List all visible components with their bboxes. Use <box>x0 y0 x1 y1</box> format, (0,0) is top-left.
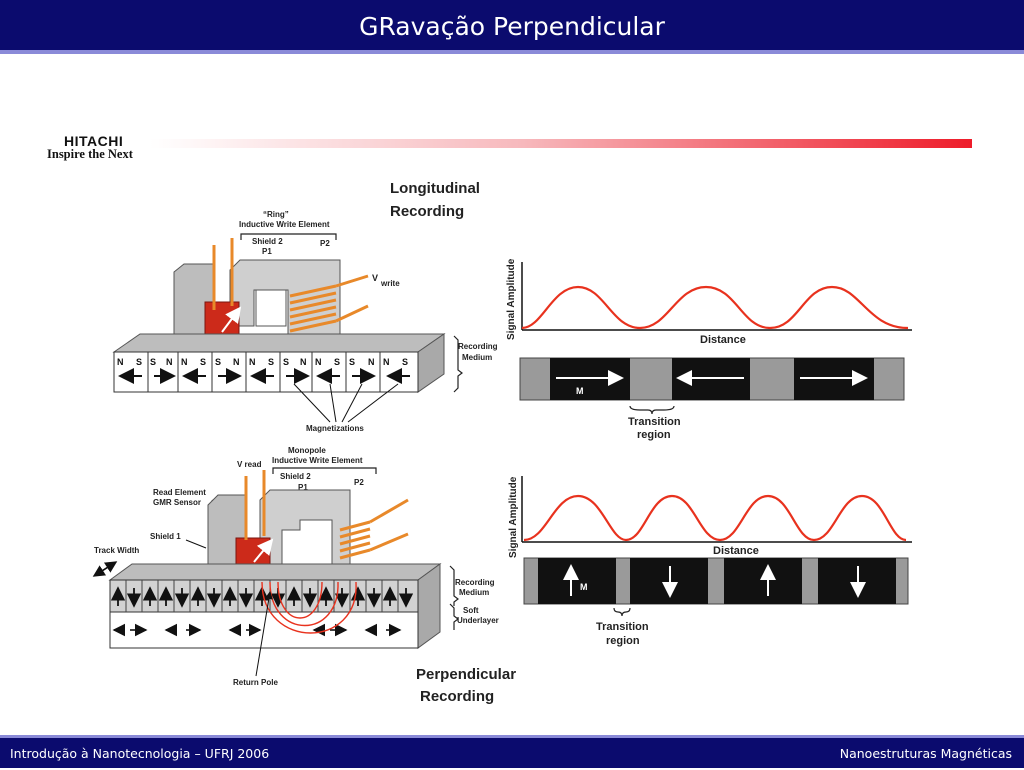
longitudinal-medium <box>112 333 446 393</box>
transition-label-1: Transition <box>628 416 681 428</box>
ring-label: “Ring” <box>263 210 289 219</box>
vread-label: V read <box>237 460 262 469</box>
perp-m-label: M <box>580 582 588 592</box>
pole-label: S <box>200 357 206 367</box>
soft-bracket <box>449 603 459 630</box>
pole-label: S <box>150 357 156 367</box>
monopole-write-head <box>207 470 409 577</box>
perp-transition-brace <box>613 607 631 617</box>
pole-label: S <box>215 357 221 367</box>
transition-label-2: region <box>637 429 671 441</box>
soft-label-2: Underlayer <box>457 616 499 625</box>
pole-label: N <box>368 357 375 367</box>
medium-bracket <box>453 335 463 393</box>
m-label: M <box>576 386 584 396</box>
footer-bar-line <box>0 735 1024 738</box>
vwrite-label: V <box>372 273 378 283</box>
return-pole-label: Return Pole <box>233 678 278 687</box>
ring-bracket <box>240 233 337 240</box>
perp-graph-ylabel: Signal Amplitude <box>508 476 519 558</box>
p2-label-perp: P2 <box>354 478 364 487</box>
shield2-label-perp: Shield 2 <box>280 472 311 481</box>
perpendicular-signal-graph <box>521 476 912 543</box>
longitudinal-heading-2: Recording <box>390 203 464 220</box>
track-width-label: Track Width <box>94 546 139 555</box>
perp-transition-label-1: Transition <box>596 621 649 633</box>
footer-bar <box>0 738 1024 768</box>
monopole-bracket <box>272 467 377 474</box>
return-pole-pointer <box>255 591 273 677</box>
monopole-label: Monopole <box>288 446 326 455</box>
perp-medium-label-1: Recording <box>455 578 495 587</box>
soft-label-1: Soft <box>463 606 479 615</box>
hitachi-tagline: Inspire the Next <box>47 147 133 161</box>
pole-label: S <box>334 357 340 367</box>
longitudinal-cells: N S S N N S S N N S S N N S S N N S <box>117 352 410 392</box>
p1-label: P1 <box>262 247 272 256</box>
pole-label: S <box>349 357 355 367</box>
footer-left: Introdução à Nanotecnologia – UFRJ 2006 <box>10 746 270 761</box>
longitudinal-signal-graph <box>521 262 912 331</box>
pole-label: S <box>283 357 289 367</box>
p1-label-perp: P1 <box>298 483 308 492</box>
perp-graph-xlabel: Distance <box>713 545 759 557</box>
longitudinal-domain-strip <box>519 357 905 401</box>
perp-medium-bracket <box>449 565 459 606</box>
longitudinal-heading-1: Longitudinal <box>390 180 480 197</box>
logo-gradient-bar <box>150 139 972 148</box>
vwrite-sub-label: write <box>380 279 400 288</box>
perpendicular-heading-1: Perpendicular <box>416 666 516 683</box>
pole-label: N <box>117 357 124 367</box>
hitachi-logo: HITACHI <box>64 133 124 149</box>
pole-label: N <box>166 357 173 367</box>
perp-transition-label-2: region <box>606 635 640 647</box>
transition-brace <box>629 405 675 415</box>
medium-label-2: Medium <box>462 353 492 362</box>
gmr-sensor-label: GMR Sensor <box>153 498 201 507</box>
magnetizations-label: Magnetizations <box>306 424 364 433</box>
perp-medium-label-2: Medium <box>459 588 489 597</box>
perpendicular-medium <box>108 563 442 649</box>
perpendicular-heading-2: Recording <box>420 688 494 705</box>
footer-right: Nanoestruturas Magnéticas <box>839 746 1012 761</box>
medium-label-1: Recording <box>458 342 498 351</box>
pole-label: S <box>136 357 142 367</box>
graph-ylabel: Signal Amplitude <box>506 258 517 340</box>
pole-label: N <box>181 357 188 367</box>
shield2-label: Shield 2 <box>252 237 283 246</box>
read-element-label: Read Element <box>153 488 206 497</box>
perpendicular-domain-strip <box>523 557 909 605</box>
pole-label: N <box>315 357 322 367</box>
ring-element-label: Inductive Write Element <box>239 220 330 229</box>
pole-label: N <box>233 357 240 367</box>
slide-title: GRavação Perpendicular <box>359 12 665 41</box>
title-bar <box>0 0 1024 50</box>
pole-label: S <box>402 357 408 367</box>
pole-label: N <box>300 357 307 367</box>
shield1-label: Shield 1 <box>150 532 181 541</box>
pole-label: N <box>249 357 256 367</box>
title-bar-underline <box>0 50 1024 54</box>
p2-label: P2 <box>320 239 330 248</box>
monopole-element-label: Inductive Write Element <box>272 456 363 465</box>
pole-label: S <box>268 357 274 367</box>
graph-xlabel: Distance <box>700 334 746 346</box>
pole-label: N <box>383 357 390 367</box>
